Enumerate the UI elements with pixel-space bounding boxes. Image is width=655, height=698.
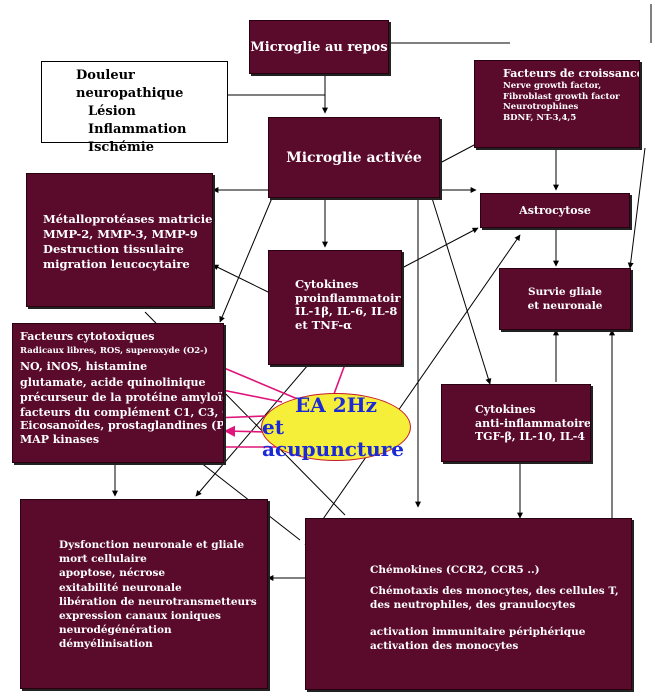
metalloproteases-box: Métalloprotéases matricielles MMP-2, MMP… [26, 173, 213, 307]
cytokines-anti-item: TGF-β, IL-10, IL-4 [475, 430, 585, 443]
chemokines-item: Chémokines (CCR2, CCR5 ..) [370, 564, 540, 576]
douleur-item: Lésion [88, 104, 136, 119]
cytotox-item: précurseur de la protéine amyloïde [20, 390, 224, 404]
survie-item: Survie gliale [528, 286, 602, 298]
arrow-activee-to-anti [431, 197, 492, 385]
arrow-cytokines-to-dysfonction [195, 364, 309, 497]
ea-arrow-pge2 [223, 425, 267, 437]
chemokines-box: Chémokines (CCR2, CCR5 ..) Chémotaxis de… [305, 518, 632, 690]
cytotox-item: facteurs du complément C1, C3, C4 [20, 406, 224, 420]
arrow-chemokines-to-astrocytose [304, 234, 521, 546]
microglie-repos-box: Microglie au repos [249, 20, 389, 74]
ellipse-line: et acupuncture [262, 415, 404, 461]
dysfonction-item: démyélinisation [59, 638, 153, 651]
microglie-activee-box: Microglie activée [268, 117, 440, 198]
dysfonction-box: Dysfonction neuronale et gliale mort cel… [20, 499, 268, 689]
arrow-cytokines-to-metallo [212, 264, 269, 293]
cytotox-title: Facteurs cytotoxiques [20, 330, 155, 343]
chemokines-item: activation immunitaire périphérique [370, 625, 586, 638]
arrow-cytokines-to-astrocytose [401, 227, 479, 269]
metallo-item: Métalloprotéases matricielles [43, 212, 213, 226]
cytokines-pro-item: et TNF-α [295, 317, 352, 332]
ellipse-line: EA 2Hz [295, 393, 377, 417]
croissance-item: BDNF, NT-3,4,5 [503, 112, 577, 123]
cytokines-proinflammatoires-box: Cytokines proinflammatoires IL-1β, IL-6,… [268, 250, 402, 365]
survie-item: et neuronale [527, 300, 603, 312]
microglie-activee-label: Microglie activée [286, 149, 422, 166]
chemokines-item: Chémotaxis des monocytes, des cellules T… [370, 584, 619, 597]
cytokines-anti-box: Cytokines anti-inflammatoires TGF-β, IL-… [441, 384, 591, 462]
astrocytose-label: Astrocytose [519, 204, 591, 217]
dysfonction-item: neurodégénération [59, 624, 172, 637]
cytokines-pro-item: Cytokines [295, 277, 359, 291]
cytokines-anti-item: Cytokines [475, 403, 536, 416]
arrow-activee-to-cytotox [219, 197, 273, 323]
dysfonction-item: mort cellulaire [59, 553, 147, 566]
douleur-title: Douleur neuropathique [76, 68, 184, 101]
chemokines-item: activation des monocytes [370, 640, 519, 652]
cytokines-pro-item: IL-1β, IL-6, IL-8 [295, 304, 398, 318]
cytotox-item: NO, iNOS, histamine [20, 360, 148, 374]
dysfonction-item: libération de neurotransmetteurs [59, 595, 257, 608]
dysfonction-item: Dysfonction neuronale et gliale [59, 539, 245, 551]
cytotox-item: Radicaux libres, ROS, superoxyde (O2-) [20, 346, 208, 357]
croissance-item: Fibroblast growth factor [503, 91, 620, 102]
metallo-item: Destruction tissulaire [43, 242, 184, 256]
facteurs-croissance-box: Facteurs de croissance Nerve growth fact… [474, 60, 640, 148]
astrocytose-box: Astrocytose [480, 193, 630, 228]
croissance-title: Facteurs de croissance [503, 67, 640, 80]
dysfonction-item: exitabilité neuronale [59, 581, 182, 594]
survie-box: Survie gliale et neuronale [499, 268, 631, 330]
douleur-item: Inflammation [88, 122, 187, 137]
metallo-item: MMP-2, MMP-3, MMP-9 [43, 227, 198, 241]
cytokines-anti-item: anti-inflammatoires [475, 416, 591, 430]
arrow-croissance-to-survie [627, 147, 646, 269]
ea-acupuncture-ellipse: EA 2Hz et acupuncture [261, 393, 411, 461]
metallo-item: migration leucocytaire [43, 257, 190, 271]
chemokines-spacer [370, 613, 631, 625]
dysfonction-item: expression canaux ioniques [59, 610, 221, 623]
croissance-item: Neurotrophines [503, 102, 579, 112]
cytotox-item: Eicosanoïdes, prostaglandines (PGE2) [20, 419, 224, 433]
chemokines-item: des neutrophiles, des granulocytes [370, 599, 576, 611]
croissance-item: Nerve growth factor, [503, 81, 602, 91]
facteurs-cytotoxiques-box: Facteurs cytotoxiques Radicaux libres, R… [12, 323, 224, 463]
douleur-item: Ischémie [88, 140, 155, 155]
cytotox-item: glutamate, acide quinolinique [20, 375, 206, 389]
douleur-box: Douleur neuropathique Lésion Inflammatio… [41, 61, 228, 155]
dysfonction-item: apoptose, nécrose [59, 567, 166, 580]
microglie-repos-label: Microglie au repos [250, 39, 388, 55]
cytotox-item: MAP kinases [20, 433, 100, 447]
cytokines-pro-item: proinflammatoires [295, 290, 401, 305]
